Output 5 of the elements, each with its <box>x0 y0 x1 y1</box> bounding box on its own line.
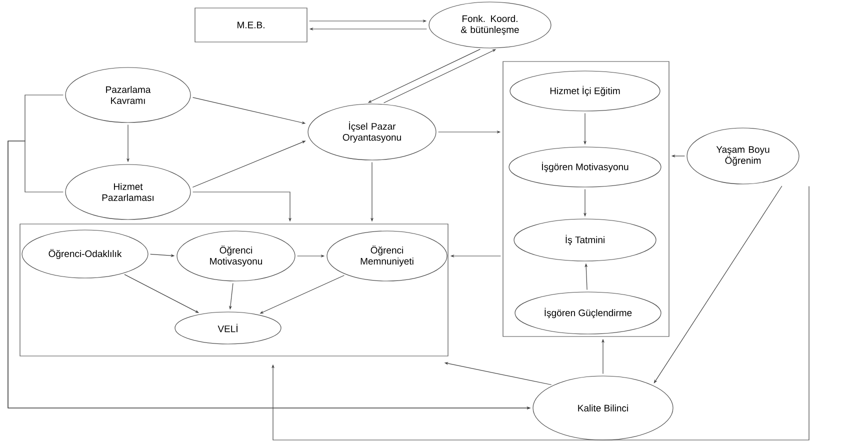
group-box <box>20 224 448 356</box>
group-box <box>502 61 670 337</box>
arrow <box>271 186 810 440</box>
label-box: M.E.B. <box>194 8 308 42</box>
arrow <box>654 186 782 384</box>
